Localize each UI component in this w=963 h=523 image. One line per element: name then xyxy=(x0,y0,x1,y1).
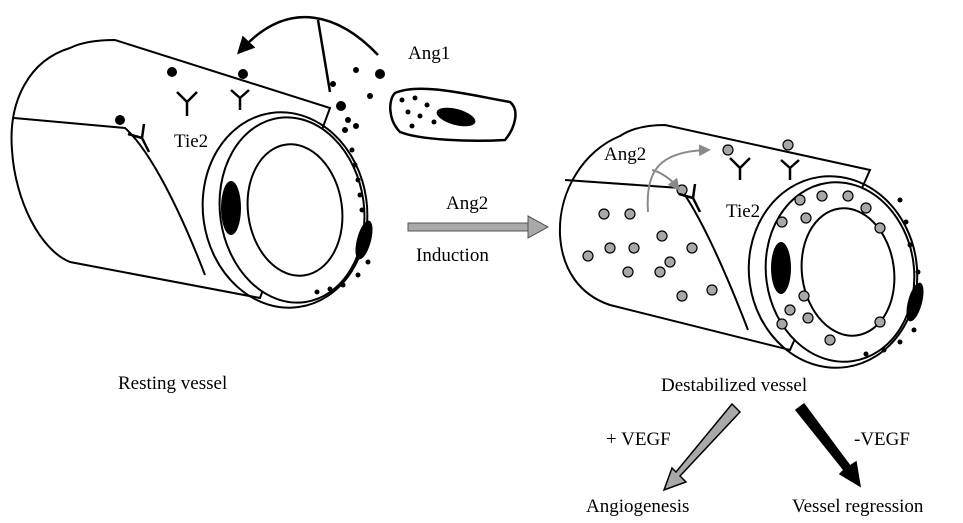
angiogenesis-label: Angiogenesis xyxy=(586,497,689,516)
plus-vegf-arrow xyxy=(664,404,740,490)
destabilized-vessel-label: Destabilized vessel xyxy=(661,376,807,395)
induction-label: Induction xyxy=(416,246,489,265)
ang2-label-right: Ang2 xyxy=(604,145,646,164)
tie2-label-right: Tie2 xyxy=(726,202,760,221)
tie2-label-left: Tie2 xyxy=(174,132,208,151)
endothelial-nucleus-right xyxy=(771,242,791,294)
vessel-regression-label: Vessel regression xyxy=(792,497,923,516)
pericyte-cell xyxy=(390,89,515,141)
plus-vegf-label: + VEGF xyxy=(606,430,671,449)
endothelial-nucleus xyxy=(221,181,241,235)
resting-vessel-label: Resting vessel xyxy=(118,374,227,393)
minus-vegf-arrow xyxy=(796,404,860,486)
induction-arrow xyxy=(408,216,548,238)
ang1-label: Ang1 xyxy=(408,44,450,63)
minus-vegf-label: -VEGF xyxy=(854,430,910,449)
ang2-arrow-label: Ang2 xyxy=(446,194,488,213)
ang1-release-arrow xyxy=(243,17,378,92)
resting-vessel xyxy=(12,40,380,318)
